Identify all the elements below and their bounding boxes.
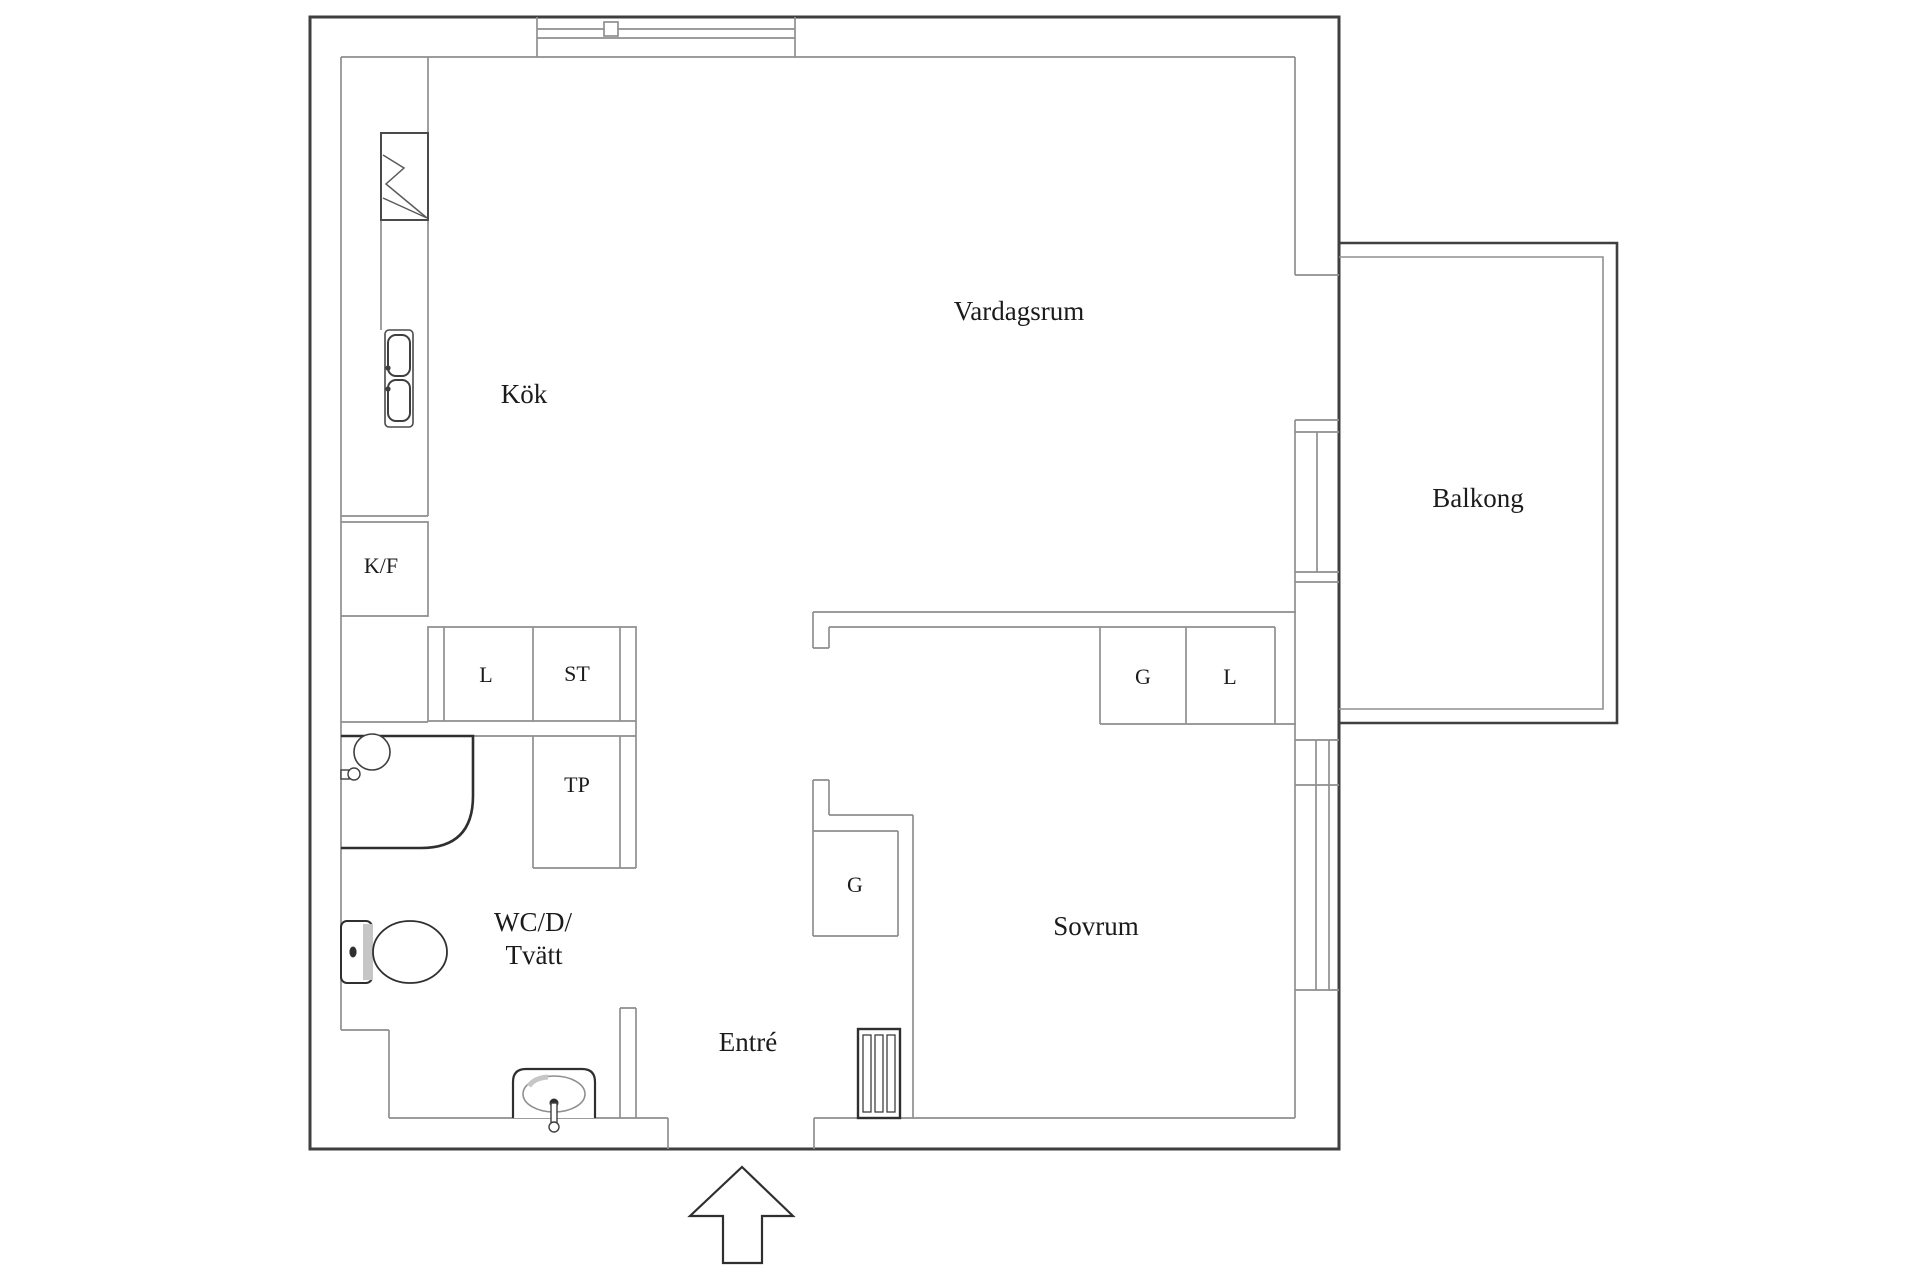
room-label-bathroom-line2: Tvätt	[506, 940, 563, 970]
exterior-walls	[308, 15, 1341, 1151]
room-label-entrance: Entré	[719, 1027, 777, 1057]
label-bedroom-linen-closet: L	[1223, 664, 1236, 689]
label-bedroom-wardrobe: G	[1135, 664, 1151, 689]
label-fridge-freezer: K/F	[364, 553, 398, 578]
bathroom-east-wall	[619, 1007, 637, 1118]
room-label-kitchen: Kök	[501, 379, 548, 409]
washbasin	[511, 1067, 597, 1133]
room-label-living-room: Vardagsrum	[954, 296, 1084, 326]
bedroom-window	[1295, 739, 1339, 991]
bathroom-north-wall	[341, 721, 533, 737]
label-hall-closet: L	[479, 662, 492, 687]
room-label-bedroom: Sovrum	[1053, 911, 1139, 941]
window-latch-icon	[603, 21, 619, 37]
entrance-bedroom-wall	[667, 779, 914, 1149]
shower-drain-icon	[353, 733, 391, 771]
kitchen-sink	[384, 329, 414, 428]
toilet	[340, 920, 448, 984]
label-drying-cabinet: TP	[564, 772, 590, 797]
label-entry-wardrobe: G	[847, 872, 863, 897]
bedroom-closets	[1099, 626, 1296, 725]
window	[536, 17, 796, 57]
radiator	[856, 1027, 902, 1120]
drying-cabinet	[532, 721, 637, 869]
room-label-bathroom-line1: WC/D/	[494, 907, 572, 937]
bedroom-north-wall	[812, 611, 1296, 649]
label-hall-cleaning-closet: ST	[564, 661, 590, 686]
fridge-freezer-cabinet	[341, 521, 429, 617]
shower	[340, 733, 475, 850]
hall-closets	[427, 626, 637, 722]
shower-mixer	[340, 767, 361, 781]
room-label-balcony: Balkong	[1432, 483, 1524, 513]
balcony-door	[1295, 419, 1339, 583]
stove	[380, 132, 429, 221]
balcony-walls	[1339, 241, 1619, 725]
entry-arrow-icon	[687, 1165, 796, 1265]
